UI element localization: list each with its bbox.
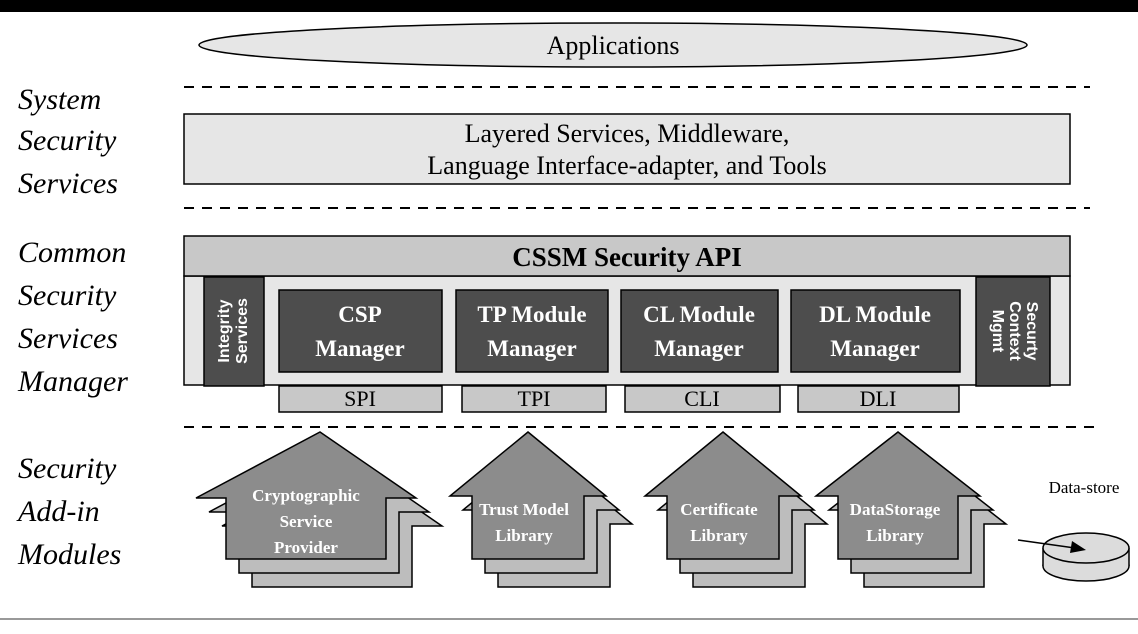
integrity-label-line1: Integrity (216, 299, 233, 362)
integrity-label-line2: Services (234, 298, 251, 364)
datastore-label: Data-store (1049, 478, 1120, 497)
layered-services-line1: Layered Services, Middleware, (465, 119, 790, 148)
manager-label-line1: CL Module (643, 302, 755, 327)
cssm-security-api-label: CSSM Security API (512, 242, 742, 272)
side-label-line: System (18, 83, 101, 116)
side-label-line: Security (18, 279, 117, 312)
interface-tpi: TPI (461, 385, 607, 413)
applications-layer: Applications (198, 22, 1028, 68)
side-label-system-security-services: System Security Services (18, 83, 118, 200)
module-label-line2: Library (495, 526, 553, 545)
module-trust-model-library: Trust Model Library (447, 431, 635, 588)
security-context-line3: Mgmt (989, 310, 1006, 353)
interface-label: TPI (518, 386, 551, 411)
integrity-services-box: Integrity Services (203, 276, 265, 387)
manager-label-line2: Manager (487, 336, 576, 361)
manager-label-line2: Manager (315, 336, 404, 361)
interface-label: DLI (860, 386, 897, 411)
manager-label-line1: DL Module (819, 302, 931, 327)
manager-dl-module: DL Module Manager (790, 289, 961, 373)
module-certificate-library: Certificate Library (642, 431, 830, 588)
manager-label-line2: Manager (654, 336, 743, 361)
module-label-line3: Provider (274, 538, 338, 557)
data-store: Data-store (1017, 478, 1130, 582)
layered-services-line2: Language Interface-adapter, and Tools (427, 151, 826, 180)
side-label-line: Security (18, 452, 117, 485)
layered-services-box: Layered Services, Middleware, Language I… (183, 113, 1071, 185)
side-label-common-security-services-manager: Common Security Services Manager (17, 236, 128, 398)
applications-label: Applications (547, 31, 680, 60)
side-label-security-addin-modules: Security Add-in Modules (16, 452, 121, 571)
side-label-line: Manager (17, 365, 128, 398)
side-label-line: Common (18, 236, 126, 269)
module-datastorage-library: DataStorage Library (813, 431, 1009, 588)
module-cryptographic-service-provider: Cryptographic Service Provider (195, 431, 445, 588)
module-label-line1: Certificate (680, 500, 758, 519)
manager-label-line1: CSP (338, 302, 381, 327)
side-label-line: Services (18, 167, 118, 200)
interface-cli: CLI (624, 385, 781, 413)
interface-spi: SPI (278, 385, 443, 413)
side-label-line: Services (18, 322, 118, 355)
module-label-line2: Service (280, 512, 333, 531)
manager-tp-module: TP Module Manager (455, 289, 609, 373)
security-context-box: Securty Context Mgmt (975, 276, 1051, 387)
interface-label: SPI (344, 386, 376, 411)
module-label-line1: Cryptographic (252, 486, 360, 505)
cssm-security-api-bar: CSSM Security API (183, 235, 1071, 277)
interface-dli: DLI (797, 385, 960, 413)
side-label-line: Modules (17, 538, 121, 571)
module-label-line1: Trust Model (479, 500, 569, 519)
manager-label-line2: Manager (830, 336, 919, 361)
manager-csp: CSP Manager (278, 289, 443, 373)
security-context-line2: Context (1006, 301, 1023, 361)
side-label-line: Security (18, 124, 117, 157)
interface-label: CLI (684, 386, 719, 411)
module-label-line2: Library (866, 526, 924, 545)
security-context-line1: Securty (1023, 302, 1040, 361)
top-bar (0, 0, 1138, 12)
module-label-line2: Library (690, 526, 748, 545)
manager-label-line1: TP Module (477, 302, 586, 327)
manager-cl-module: CL Module Manager (620, 289, 779, 373)
side-label-line: Add-in (16, 495, 100, 528)
module-label-line1: DataStorage (850, 500, 941, 519)
